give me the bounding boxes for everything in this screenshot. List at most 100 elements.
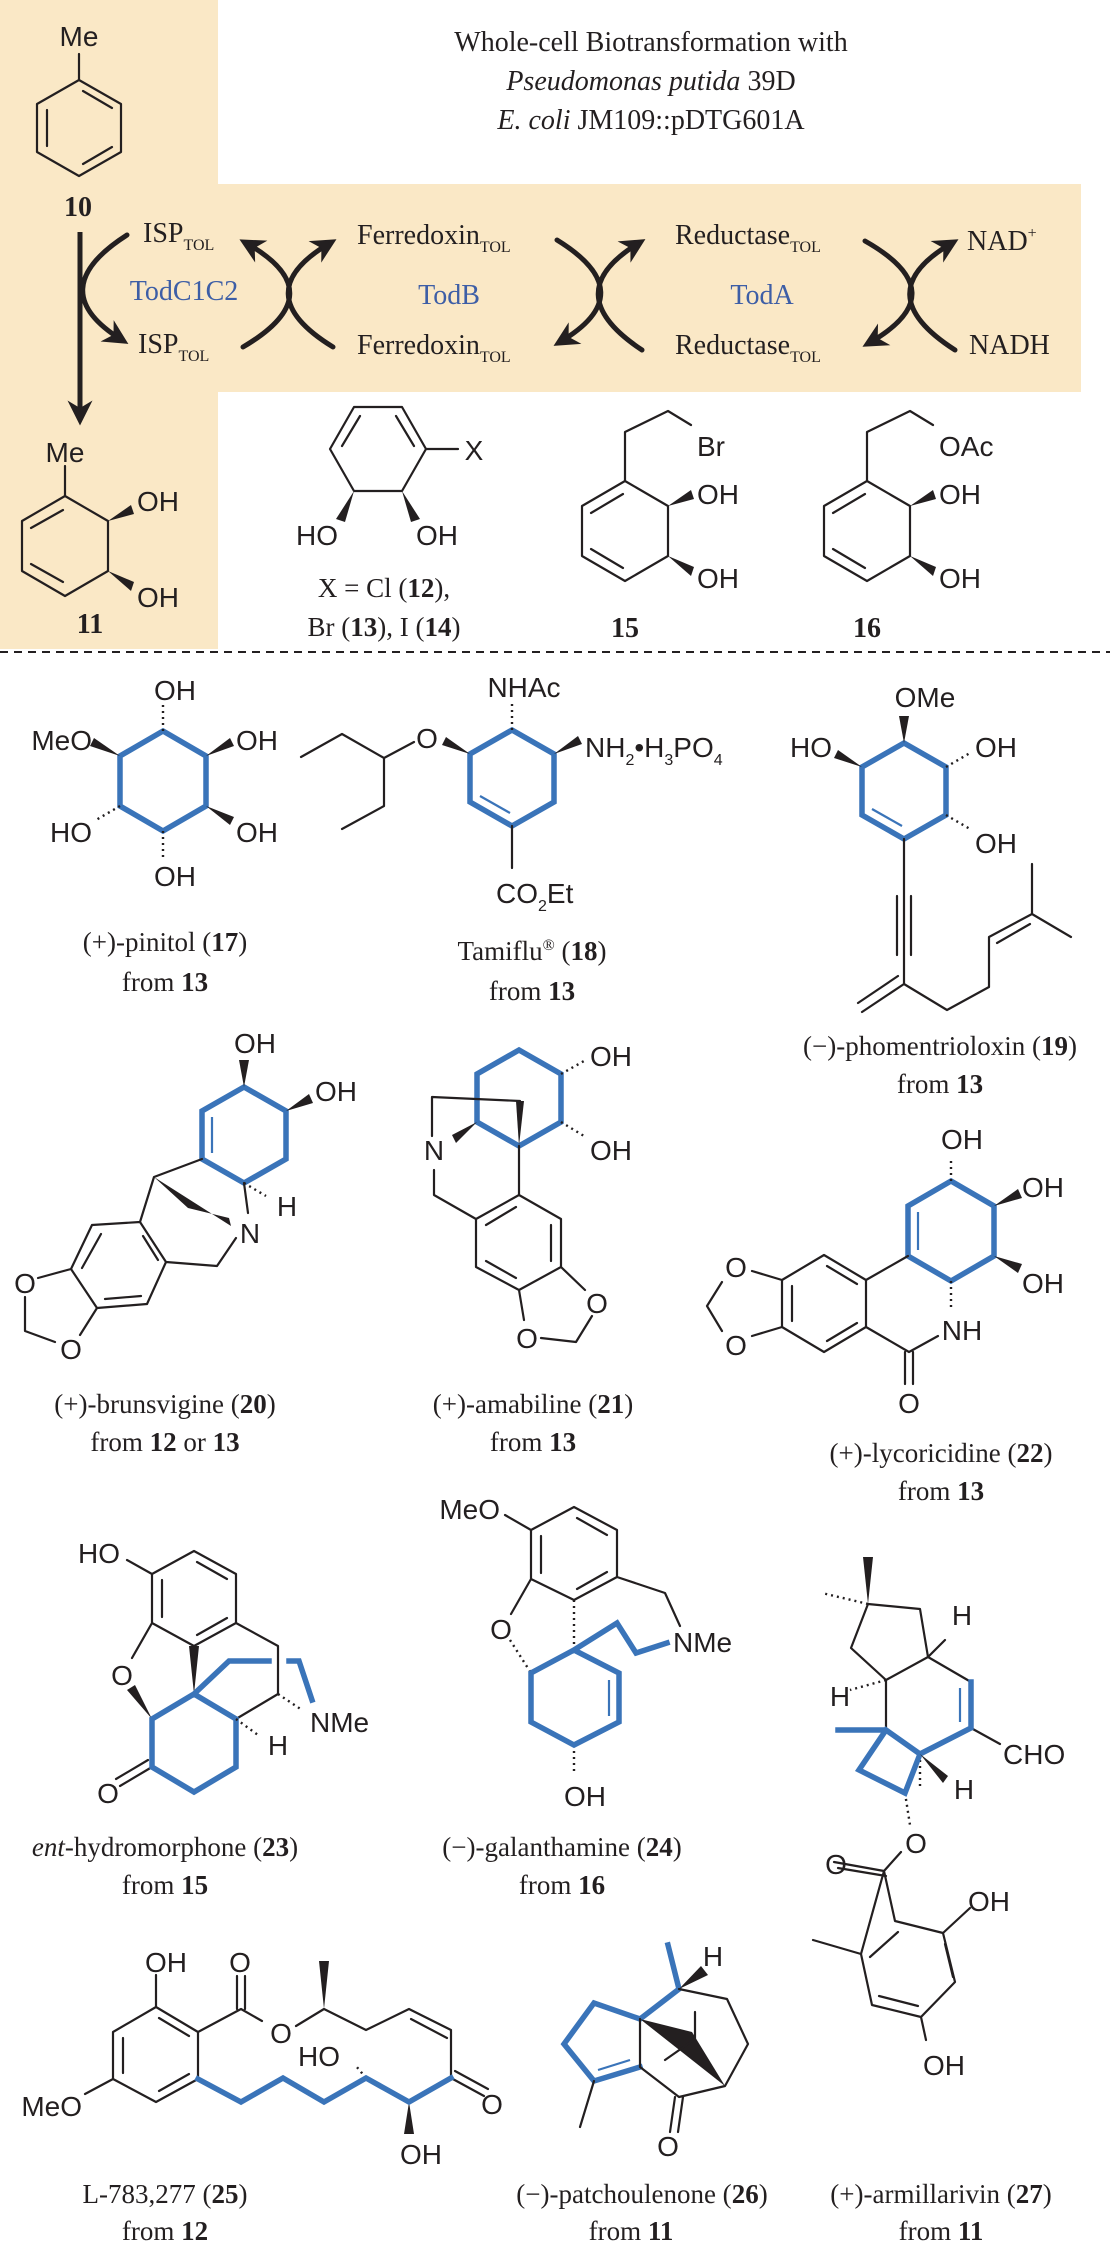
enzyme-todc1c2: TodC1C2 (130, 276, 239, 307)
armillarivin-structure: H H CHO H O O OH OH (811, 1557, 1065, 2081)
atom-label: HO (790, 732, 832, 763)
tamiflu-structure: NHAc O NH2•H3PO4 CO2Et (299, 672, 723, 915)
atom-label: OH (564, 1781, 606, 1812)
ferredoxin-top: FerredoxinTOL (357, 220, 511, 256)
atom-label: OH (923, 2050, 965, 2081)
atom-label: OH (236, 817, 278, 848)
wedge-bond (127, 1685, 152, 1719)
enzyme-todb: TodB (418, 280, 480, 311)
atom-label: 13 (549, 1427, 576, 1457)
wedge-bond (442, 737, 470, 754)
header-title: Whole-cell Biotransformation with Pseudo… (454, 27, 847, 136)
atom-label: OH (400, 2139, 442, 2170)
atom-label: from 11 (899, 2216, 984, 2246)
atom-label: ) (451, 612, 460, 642)
atom-label: from (90, 1427, 149, 1457)
phomentrioloxin-structure: OMe HO OH OH (790, 682, 1073, 1014)
bond (821, 1591, 922, 1826)
atom-label: ISP (138, 329, 178, 360)
atom-label: 39D (740, 66, 795, 97)
atom-label: 11 (648, 2216, 674, 2246)
diol-11-structure: Me OH OH 11 (20, 437, 179, 640)
bond (905, 1177, 997, 1285)
atom-label: 23 (262, 1832, 289, 1862)
atom-label: MeO (439, 1494, 500, 1525)
compound-label-24: (−)-galanthamine (24) from 16 (442, 1832, 681, 1900)
atom-label: O (657, 2131, 679, 2162)
bond (503, 1505, 682, 1628)
atom-label: ) (759, 2179, 768, 2209)
atom-label: from (122, 967, 181, 997)
wedge-bond (189, 1646, 199, 1694)
atom-label: Ferredoxin (357, 330, 480, 361)
wedge-bond (108, 505, 134, 521)
atom-label: O (270, 2018, 292, 2049)
atom-label: O (905, 1828, 927, 1859)
atom-label: HO (78, 1538, 120, 1569)
atom-label: H (277, 1191, 297, 1222)
bond (580, 409, 693, 583)
atom-label: H (952, 1600, 972, 1631)
brunsvigine-structure: OH OH H N O O (14, 1028, 357, 1365)
atom-label: from 13 (122, 967, 208, 997)
bond (95, 705, 165, 858)
atom-label: from 16 (519, 1870, 605, 1900)
patchoulenone-structure: H O (560, 1941, 750, 2162)
atom-label: OH (137, 582, 179, 613)
atom-label: Reductase (675, 330, 790, 361)
atom-label: 19 (1041, 1031, 1068, 1061)
atom-label: 22 (1016, 1438, 1043, 1468)
atom-label: NH2•H3PO4 (585, 732, 723, 769)
atom-label: ent-hydromorphone (23) (32, 1832, 298, 1862)
wedge-bond (336, 491, 354, 522)
atom-label: ), I ( (377, 612, 424, 642)
wedge-bond (554, 736, 582, 754)
wedge-bond (319, 1961, 329, 2009)
atom-label: OH (145, 1947, 187, 1978)
atom-label: L-783,277 ( (83, 2179, 212, 2209)
atom-label: 13 (956, 1069, 983, 1099)
compound-number-11: 11 (77, 609, 103, 640)
nadh: NADH (969, 330, 1050, 361)
compound-label-19: (−)-phomentrioloxin (19) from 13 (803, 1031, 1077, 1099)
atom-label: from 15 (122, 1870, 208, 1900)
compound-label-25: L-783,277 (25) from 12 (83, 2179, 248, 2246)
atom-label: from (897, 1069, 956, 1099)
atom-label: O (416, 723, 438, 754)
atom-label: (+)-armillarivin ( (830, 2179, 1015, 2209)
wedge-bond (286, 1094, 313, 1111)
panel-background (0, 0, 1081, 649)
atom-label: O (14, 1268, 36, 1299)
atom-label: Me (60, 21, 99, 52)
atom-label: NMe (310, 1707, 369, 1738)
acetate-16-structure: OAc OH OH 16 (822, 409, 993, 644)
bond (299, 732, 514, 870)
atom-label: X = Cl ( (318, 573, 407, 603)
bond (114, 1549, 280, 1788)
ferredoxin-bottom: FerredoxinTOL (357, 330, 511, 366)
compound-label-21: (+)-amabiline (21) from 13 (433, 1389, 633, 1457)
atom-label: NH (942, 1315, 982, 1346)
wedge-bond (668, 556, 694, 576)
atom-label: 13 (213, 1427, 240, 1457)
atom-label: OH (154, 861, 196, 892)
atom-label: 12 (407, 573, 434, 603)
atom-label: from 12 or 13 (90, 1427, 239, 1457)
atom-label: 16 (578, 1870, 605, 1900)
atom-label: ) (598, 936, 607, 966)
bond (560, 1941, 683, 2085)
atom-label: Me (46, 437, 85, 468)
atom-label: ) (624, 1389, 633, 1419)
atom-label: from 13 (489, 976, 575, 1006)
atom-label: Tamiflu® (18) (458, 936, 607, 966)
wedge-bond (108, 571, 134, 591)
bond (83, 1973, 490, 2104)
atom-label: OH (975, 828, 1017, 859)
atom-label: O (229, 1947, 251, 1978)
wedge-bond (834, 750, 862, 767)
atom-label: ) (238, 2179, 247, 2209)
atom-label: OH (975, 732, 1017, 763)
atom-label: OH (154, 675, 196, 706)
wedge-bond (402, 491, 420, 522)
atom-label: O (825, 1849, 847, 1880)
